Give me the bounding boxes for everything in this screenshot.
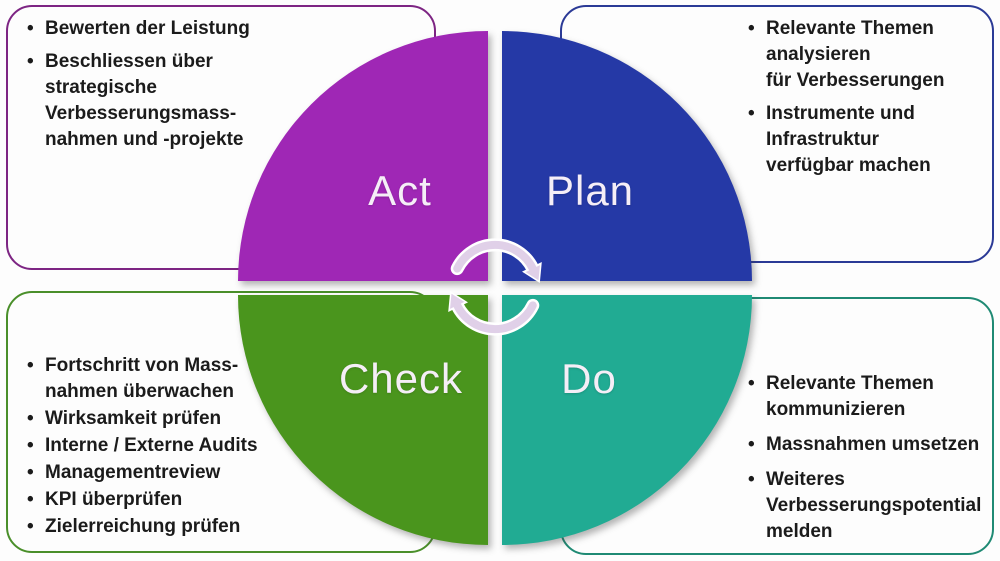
- check-notes-list: Fortschritt von Mass- nahmen überwachen …: [8, 293, 434, 540]
- plan-note-item: Relevante Themen analysieren für Verbess…: [745, 16, 990, 94]
- check-note-item: Wirksamkeit prüfen: [24, 406, 426, 432]
- plan-note-item: Instrumente und Infrastruktur verfügbar …: [745, 101, 990, 179]
- check-note-item: KPI überprüfen: [24, 487, 426, 513]
- act-note-item: Bewerten der Leistung: [24, 16, 426, 42]
- do-note-item: Weiteres Verbesserungspotential melden: [745, 467, 990, 545]
- do-label: Do: [561, 355, 617, 402]
- check-label: Check: [338, 355, 464, 402]
- plan-label: Plan: [545, 167, 635, 214]
- do-notes-list: Relevante Themen kommunizieren Massnahme…: [562, 299, 992, 545]
- plan-notes-box: Relevante Themen analysieren für Verbess…: [560, 5, 994, 263]
- act-label: Act: [368, 167, 432, 214]
- act-notes-list: Bewerten der Leistung Beschliessen über …: [8, 7, 434, 153]
- pdca-cycle: [238, 31, 752, 545]
- do-note-item: Relevante Themen kommunizieren: [745, 371, 990, 423]
- act-note-item: Beschliessen über strategische Verbesser…: [24, 49, 426, 153]
- do-note-item: Massnahmen umsetzen: [745, 432, 990, 458]
- check-note-item: Fortschritt von Mass- nahmen überwachen: [24, 353, 426, 405]
- plan-notes-list: Relevante Themen analysieren für Verbess…: [562, 7, 992, 179]
- check-note-item: Zielerreichung prüfen: [24, 514, 426, 540]
- check-note-item: Managementreview: [24, 460, 426, 486]
- cycle-arrows-icon: [448, 238, 542, 336]
- check-note-item: Interne / Externe Audits: [24, 433, 426, 459]
